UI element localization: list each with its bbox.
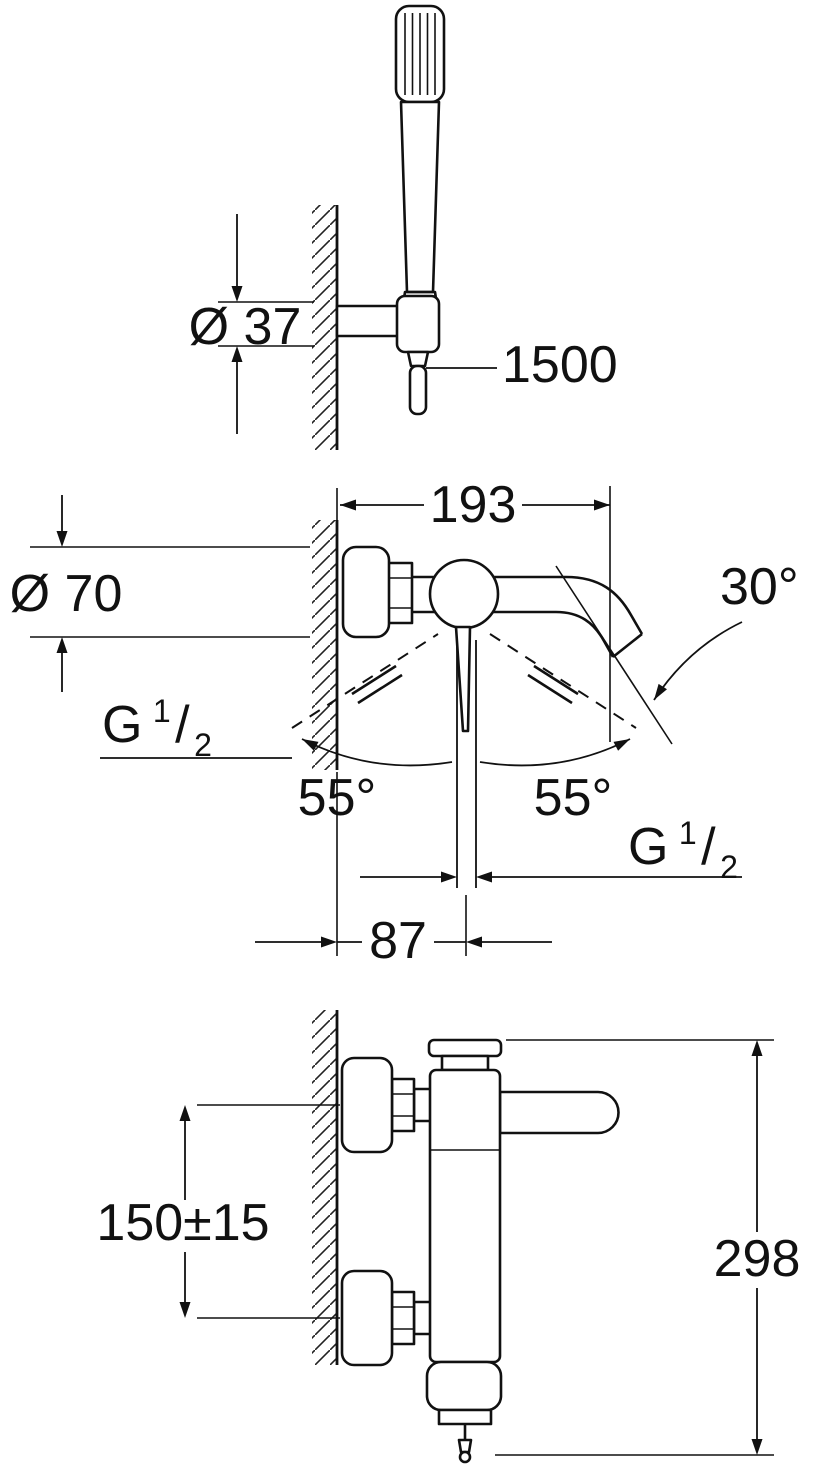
holder-arm	[335, 304, 403, 338]
dim-outlet-offset-label: 87	[369, 912, 427, 970]
spout-top-edge	[482, 575, 644, 635]
top-outlet-cap	[427, 1038, 503, 1058]
lever-swing-indication	[291, 633, 637, 767]
hex-nut-top	[390, 1077, 416, 1133]
dim-holder-diameter-label: Ø 37	[189, 298, 302, 356]
hose-cone	[406, 350, 430, 368]
shower-handle	[399, 100, 441, 294]
dim-escutcheon-diameter-label: Ø 70	[10, 565, 123, 623]
diverter-knob	[457, 1438, 473, 1454]
dim-total-height-label: 298	[714, 1230, 801, 1288]
mixer-front-view	[340, 1038, 620, 1464]
hex-nut-side	[386, 561, 414, 625]
escutcheon-bottom	[340, 1269, 394, 1367]
hex-nut-bottom	[390, 1290, 416, 1346]
dimension-spout-angle: 30°	[555, 558, 799, 745]
tub-spout-front	[425, 1360, 503, 1412]
escutcheon-top	[340, 1056, 394, 1154]
dimension-total-height: 298	[495, 1039, 801, 1456]
dim-connection-spacing-label: 150±15	[96, 1194, 269, 1252]
dimension-projection-depth: 193	[336, 476, 611, 742]
shower-holder	[335, 294, 441, 416]
spout-bottom-edge	[486, 610, 615, 658]
dimension-lever-swing: 55° 55°	[298, 769, 613, 827]
dimension-connection-spacing: 150±15	[96, 1104, 340, 1319]
diverter-knob-ball	[458, 1450, 472, 1464]
dim-hose-length-label: 1500	[502, 336, 618, 394]
lever-side	[454, 625, 472, 733]
dim-projection-depth-label: 193	[430, 476, 517, 534]
thread-right-text: G 1 / 2	[628, 815, 738, 885]
thread-label-left: G 1 / 2	[100, 693, 292, 763]
mixer-side-view	[341, 545, 644, 888]
wall-section-bottom	[312, 1010, 339, 1365]
escutcheon-side	[341, 545, 391, 639]
dimension-holder-diameter: Ø 37	[189, 214, 314, 434]
mixer-body-side	[428, 558, 500, 630]
wall-section-top	[312, 205, 339, 450]
dim-swing-right-label: 55°	[534, 769, 613, 827]
spout-mouth	[612, 632, 643, 659]
hand-shower	[394, 4, 446, 336]
dimension-escutcheon-diameter: Ø 70	[10, 495, 310, 692]
dimension-outlet-offset: 87	[255, 772, 552, 970]
dim-spout-angle-label: 30°	[720, 558, 799, 616]
mixer-body-front	[428, 1068, 502, 1364]
shower-hose	[408, 364, 428, 416]
spray-head-stripes	[404, 13, 436, 95]
wall-section-middle	[312, 520, 339, 770]
thread-label-right: G 1 / 2	[360, 815, 742, 885]
holder-block	[395, 294, 441, 354]
aerator	[437, 1408, 493, 1426]
lever-front	[498, 1090, 620, 1135]
thread-left-text: G 1 / 2	[102, 693, 212, 763]
dimension-hose-length: 1500	[426, 336, 618, 394]
top-outlet-neck	[440, 1054, 490, 1072]
